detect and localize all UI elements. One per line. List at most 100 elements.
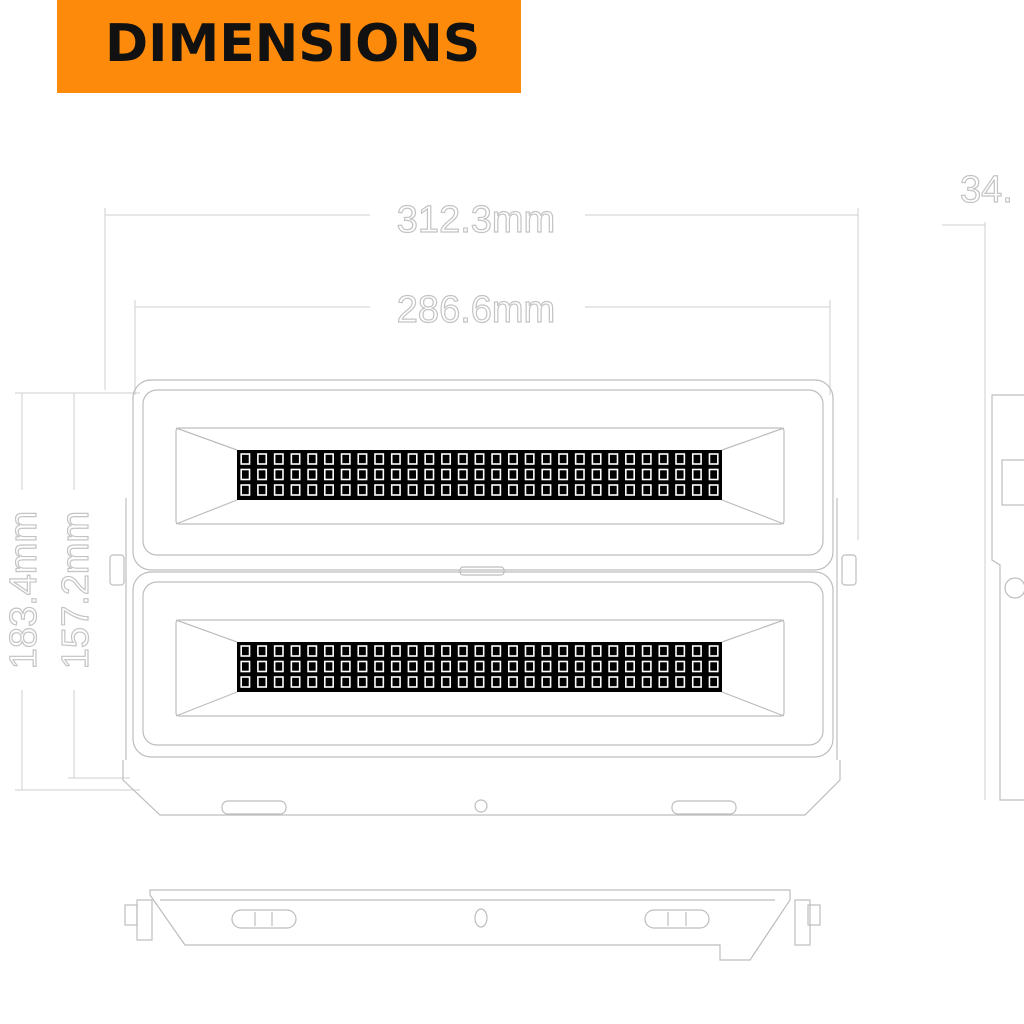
led-chip [608, 468, 619, 481]
led-chip [641, 453, 652, 465]
led-chip [340, 660, 351, 673]
led-chip [524, 645, 535, 657]
led-chip [257, 676, 268, 688]
led-chip [407, 453, 418, 465]
led-chip [324, 660, 334, 673]
led-chip [307, 645, 318, 657]
led-chip [675, 453, 686, 465]
led-chip [290, 660, 301, 673]
led-chip [658, 453, 669, 465]
led-chip [708, 676, 719, 688]
led-chip [574, 660, 585, 673]
led-chip [340, 484, 351, 496]
led-chip [357, 660, 368, 673]
led-chip [457, 660, 468, 673]
led-chip [491, 676, 502, 688]
inner-width-dimension: 286.6mm [134, 288, 831, 395]
led-chip [257, 484, 268, 496]
led-chip [240, 676, 251, 688]
overall-height-dimension: 183.4mm [2, 392, 140, 791]
overall-height-label: 183.4mm [3, 511, 45, 669]
led-chip [675, 645, 686, 657]
led-chip [691, 453, 702, 465]
led-chip [658, 676, 669, 688]
led-chip [273, 660, 284, 673]
led-chip [457, 453, 468, 465]
led-chip [675, 676, 686, 688]
led-chip [240, 484, 251, 496]
led-strip [237, 450, 722, 500]
depth-label: 34. [960, 169, 1013, 211]
led-chip [675, 484, 686, 496]
led-chip [457, 468, 468, 481]
led-chip [307, 660, 318, 673]
led-chip [424, 676, 435, 688]
title: DIMENSIONS [105, 14, 481, 74]
led-chip [524, 453, 535, 465]
led-chip [658, 660, 669, 673]
led-chip [658, 468, 669, 481]
led-chip [675, 468, 686, 481]
led-chip [591, 468, 602, 481]
led-chip [390, 484, 401, 496]
led-chip [641, 468, 652, 481]
led-chip [457, 645, 468, 657]
led-chip [524, 468, 535, 481]
led-chip [407, 645, 418, 657]
led-chip [608, 453, 619, 465]
led-chip [441, 484, 452, 496]
led-chip [541, 468, 552, 481]
led-chip [307, 453, 318, 465]
led-chip [474, 676, 485, 688]
led-chip [290, 484, 301, 496]
led-chip [491, 645, 502, 657]
led-chip [424, 645, 435, 657]
led-chip [641, 645, 652, 657]
inner-width-label: 286.6mm [397, 289, 555, 331]
led-chip [474, 484, 485, 496]
led-chip [457, 484, 468, 496]
led-chip [374, 645, 385, 657]
led-chip [708, 484, 719, 496]
led-chip [441, 468, 452, 481]
led-chip [340, 645, 351, 657]
led-chip [708, 453, 719, 465]
led-chip [691, 645, 702, 657]
led-chip [507, 676, 518, 688]
led-strip [237, 642, 722, 692]
led-chip [307, 468, 318, 481]
led-chip [273, 645, 284, 657]
led-chip [290, 453, 301, 465]
led-chip [691, 676, 702, 688]
led-chip [357, 645, 368, 657]
led-chip [290, 645, 301, 657]
led-chip [424, 660, 435, 673]
led-chip [457, 676, 468, 688]
led-chip [390, 453, 401, 465]
led-chip [424, 484, 435, 496]
led-chip [608, 484, 619, 496]
led-chip [491, 453, 502, 465]
led-chip [357, 468, 368, 481]
led-chip [424, 468, 435, 481]
led-chip [407, 484, 418, 496]
led-chip [441, 660, 452, 673]
led-chip [541, 660, 552, 673]
led-chip [257, 645, 268, 657]
led-chip [558, 468, 569, 481]
led-chip [257, 660, 268, 673]
led-chip [524, 676, 535, 688]
led-chip [675, 660, 686, 673]
led-chip [625, 645, 635, 657]
led-chip [574, 468, 585, 481]
overall-width-label: 312.3mm [397, 199, 555, 241]
led-chip [541, 645, 552, 657]
led-chip [324, 676, 334, 688]
led-chip [407, 660, 418, 673]
led-chip [474, 645, 485, 657]
led-chip [658, 484, 669, 496]
led-chip [290, 676, 301, 688]
led-chip [591, 645, 602, 657]
led-chip [407, 676, 418, 688]
